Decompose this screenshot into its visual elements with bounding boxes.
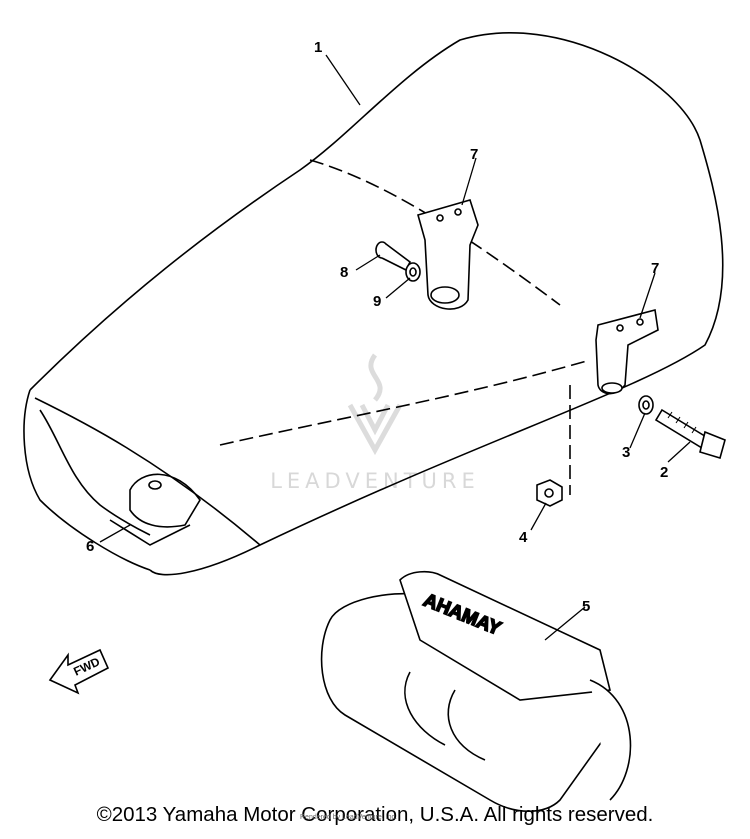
washer-part-3 [638,395,654,415]
tool-bag-part-5: YAMAHA [320,570,632,812]
callout-2: 2 [660,464,668,481]
watermark-text: LEADVENTURE [270,469,480,493]
fwd-arrow-icon: FWD [48,648,110,695]
bolt-part-2 [654,408,726,460]
bracket-part-7-upper [417,199,479,310]
callout-5: 5 [582,598,590,615]
bolt-part-8 [375,241,412,272]
copyright-text: ©2013 Yamaha Motor Corporation, U.S.A. A… [96,803,654,826]
callout-8: 8 [340,264,348,281]
callout-9: 9 [373,293,381,310]
bracket-part-7-right [595,308,659,395]
seat-part-1 [23,32,724,576]
washer-part-9 [405,262,421,282]
callout-7-right: 7 [651,260,659,277]
watermark: LEADVENTURE [270,353,480,493]
callout-labels: 1 2 3 4 5 6 7 7 8 9 [86,39,668,615]
small-print-text: Rendered by LeadVenture, Inc. [300,814,397,821]
callout-1: 1 [314,39,322,56]
callout-6: 6 [86,538,94,555]
leader-lines [99,54,691,641]
callout-3: 3 [622,444,630,461]
leadventure-logo-icon [347,353,403,456]
nut-part-4 [536,479,563,507]
callout-4: 4 [519,529,528,546]
callout-7-upper: 7 [470,146,478,163]
